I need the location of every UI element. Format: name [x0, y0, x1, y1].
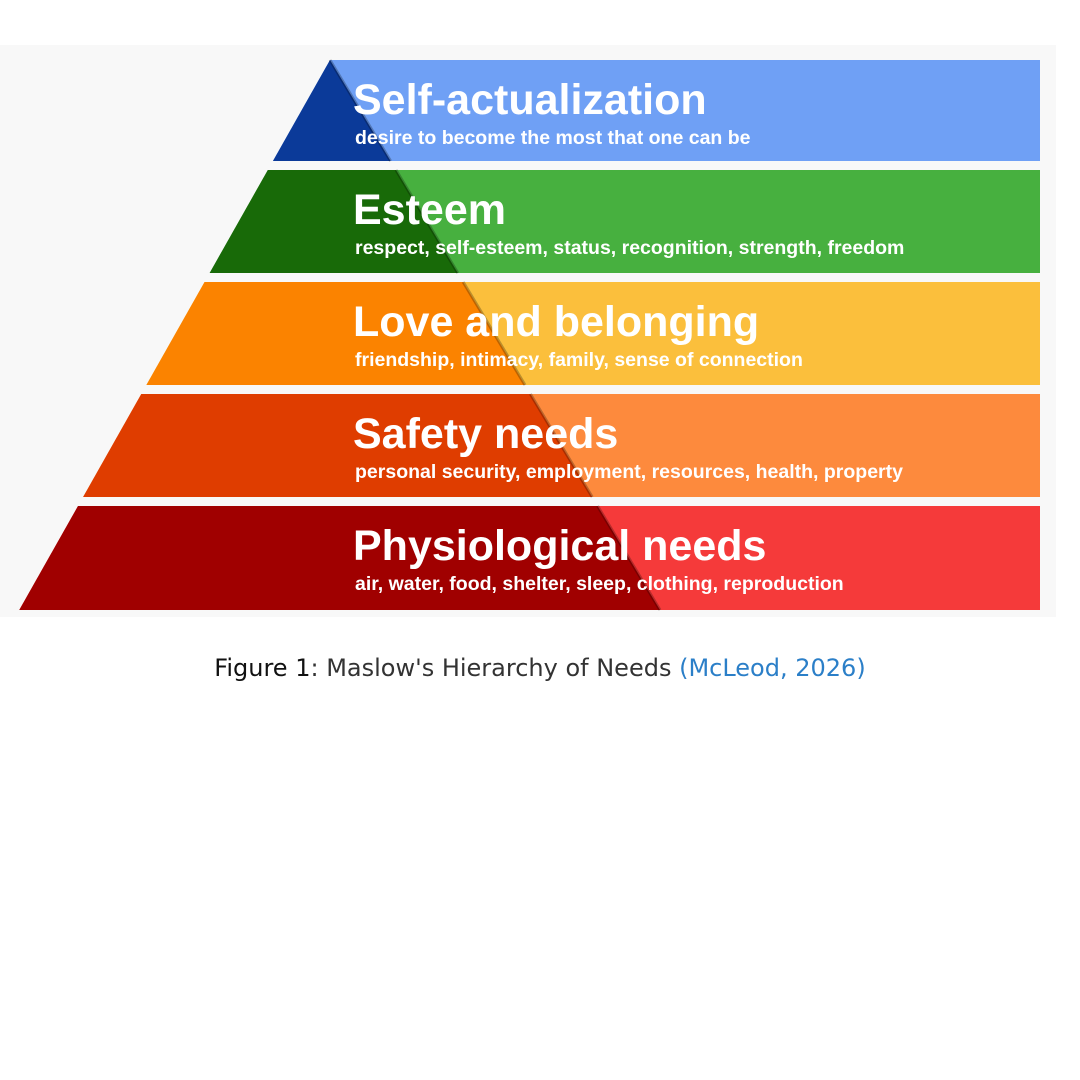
- level-subtitle: air, water, food, shelter, sleep, clothi…: [355, 573, 844, 595]
- level-band: [272, 60, 1040, 161]
- level-shade: [146, 282, 525, 385]
- level-shade: [83, 394, 593, 497]
- pyramid-level-5: Physiological needs air, water, food, she…: [19, 505, 1040, 611]
- pyramid-level-3: Love and belonging friendship, intimacy, …: [146, 281, 1040, 386]
- level-title: Love and belonging: [353, 298, 759, 346]
- level-shade: [209, 170, 458, 273]
- level-shade: [19, 506, 660, 610]
- pyramid-level-2: Esteem respect, self-esteem, status, reco…: [209, 169, 1040, 274]
- level-subtitle: desire to become the most that one can b…: [355, 127, 751, 149]
- level-title: Esteem: [353, 186, 506, 234]
- level-title: Physiological needs: [353, 522, 766, 570]
- level-subtitle: friendship, intimacy, family, sense of c…: [355, 349, 803, 371]
- pyramid-level-1: Self-actualization desire to become the m…: [272, 59, 1040, 162]
- level-subtitle: personal security, employment, resources…: [355, 461, 903, 483]
- maslow-pyramid-figure: Self-actualization desire to become the m…: [0, 45, 1056, 617]
- level-shade-edge: [596, 505, 662, 611]
- caption-label: Figure 1: [214, 654, 311, 682]
- pyramid-diagram: Self-actualization desire to become the m…: [19, 59, 1041, 611]
- caption-citation-link[interactable]: (McLeod, 2026): [679, 654, 866, 682]
- level-title: Safety needs: [353, 410, 618, 458]
- caption-text: : Maslow's Hierarchy of Needs: [310, 654, 680, 682]
- level-shade-edge: [328, 59, 392, 162]
- level-shade: [272, 60, 391, 161]
- level-title: Self-actualization: [353, 76, 707, 124]
- pyramid-level-4: Safety needs personal security, employmen…: [83, 393, 1041, 498]
- level-shade-edge: [529, 393, 594, 498]
- level-shade-edge: [461, 281, 527, 386]
- level-shade-edge: [394, 169, 460, 274]
- figure-caption: Figure 1: Maslow's Hierarchy of Needs (M…: [0, 654, 1080, 682]
- level-subtitle: respect, self-esteem, status, recognitio…: [355, 237, 904, 259]
